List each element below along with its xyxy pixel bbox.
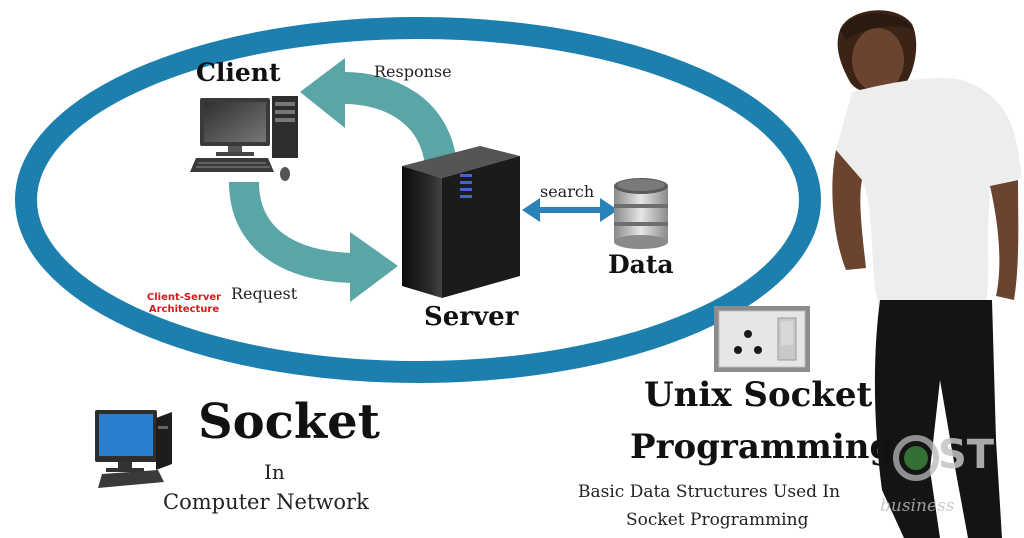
response-label: Response [374,62,452,81]
search-double-arrow [522,198,618,222]
subtitle-line1: Basic Data Structures Used In [578,482,841,502]
client-computer-icon [190,96,298,181]
request-label: Request [231,284,298,303]
unix-socket-title: Unix Socket [644,375,873,415]
architecture-caption-line2: Architecture [148,304,220,315]
search-label: search [540,182,595,201]
watermark-logo [893,435,939,481]
client-label: Client [196,58,281,87]
server-tower-icon [402,146,520,298]
architecture-caption-line1: Client-Server [146,292,222,303]
desktop-computer-icon [95,410,172,488]
subtitle-line2: Socket Programming [626,510,809,530]
wall-socket-icon [714,306,810,372]
server-label: Server [424,302,519,332]
response-arrow [300,58,456,162]
socket-title: Socket [198,394,380,450]
socket-in-label: In [264,460,285,484]
watermark-tagline: business [880,496,955,516]
request-arrow [229,181,398,302]
architecture-ellipse [15,17,821,383]
architecture-caption: Client-Server Architecture [140,292,228,316]
data-label: Data [608,250,674,279]
programming-title: Programming [630,427,894,467]
computer-network-label: Computer Network [163,490,369,514]
watermark-letters: ST [938,432,995,478]
database-icon [614,178,668,249]
